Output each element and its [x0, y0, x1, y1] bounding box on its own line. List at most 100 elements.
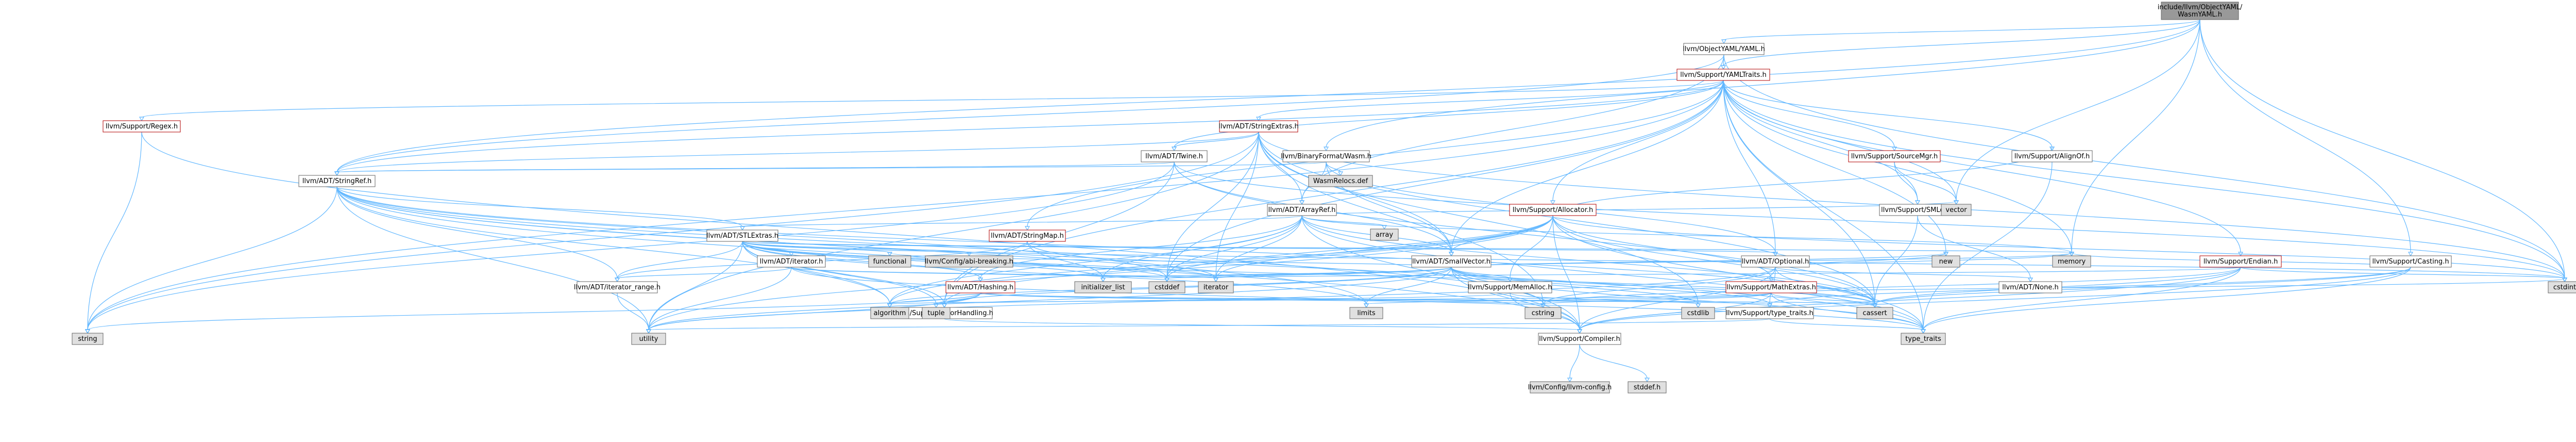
node-label: llvm/ADT/iterator.h — [760, 258, 823, 266]
edge-group — [1953, 19, 2200, 205]
graph-node-cstdlib: cstdlib — [1681, 307, 1715, 319]
node-label: llvm/Support/AlignOf.h — [2014, 153, 2090, 160]
node-label: llvm/Support/YAMLTraits.h — [1680, 71, 1766, 79]
edge-arrowhead — [2562, 277, 2568, 283]
dependency-edge — [1451, 80, 1724, 253]
graph-node-typetraitsllvm[interactable]: llvm/Support/type_traits.h — [1725, 307, 1814, 319]
edge-group — [1920, 267, 2241, 334]
graph-node-hashing[interactable]: llvm/ADT/Hashing.h — [945, 281, 1015, 293]
edge-group — [1723, 80, 2244, 257]
dependency-edge — [1215, 215, 1553, 279]
graph-node-stringref[interactable]: llvm/ADT/StringRef.h — [298, 175, 376, 187]
dependency-edge — [87, 161, 1175, 331]
dependency-edge — [1166, 267, 2241, 279]
dependency-edge — [1027, 241, 1104, 279]
node-label: cstdlib — [1687, 309, 1709, 317]
edge-group — [1550, 80, 1724, 205]
edge-group — [1326, 161, 1344, 176]
edge-group — [334, 54, 1724, 176]
graph-node-compiler[interactable]: llvm/Support/Compiler.h — [1538, 333, 1621, 345]
dependency-edge — [1103, 215, 1302, 279]
graph-node-limits: limits — [1349, 307, 1383, 319]
edge-group — [1510, 292, 1701, 308]
node-box — [1074, 281, 1132, 293]
node-label: llvm/Config/abi-breaking.h — [925, 258, 1013, 266]
node-label: llvm/Support/type_traits.h — [1726, 309, 1814, 317]
dependency-edge — [1579, 267, 2241, 331]
graph-node-casting[interactable]: llvm/Support/Casting.h — [2369, 255, 2452, 268]
edge-group — [1171, 132, 1259, 152]
node-box — [1411, 255, 1492, 268]
edge-group — [1771, 292, 1878, 308]
dependency-edge — [336, 132, 1259, 173]
node-box — [1856, 307, 1893, 319]
node-box — [2011, 150, 2093, 162]
graph-node-binfmtwasm[interactable]: llvm/BinaryFormat/Wasm.h — [1281, 150, 1371, 162]
dependency-edge — [791, 267, 1216, 279]
edge-group — [1577, 267, 2411, 334]
graph-node-allocator[interactable]: llvm/Support/Allocator.h — [1509, 204, 1597, 216]
node-label: llvm/Support/SourceMgr.h — [1851, 153, 1938, 160]
node-box — [1530, 381, 1610, 394]
edge-group — [1171, 80, 1724, 152]
dependency-edge — [87, 292, 981, 331]
node-box — [1676, 69, 1770, 81]
dependency-edge — [1258, 132, 1544, 305]
graph-node-endian[interactable]: llvm/Support/Endian.h — [2199, 255, 2282, 268]
graph-node-nonestr[interactable]: llvm/ADT/None.h — [1998, 281, 2062, 293]
graph-node-twine[interactable]: llvm/ADT/Twine.h — [1141, 150, 1208, 162]
graph-node-alignof[interactable]: llvm/Support/AlignOf.h — [2011, 150, 2093, 162]
edge-arrowhead — [1943, 252, 1949, 257]
dependency-edge — [1894, 161, 1957, 202]
graph-node-smallvector[interactable]: llvm/ADT/SmallVector.h — [1411, 255, 1492, 268]
graph-node-arrayref[interactable]: llvm/ADT/ArrayRef.h — [1267, 204, 1337, 216]
dependency-edge — [1923, 267, 2241, 331]
node-box — [1683, 43, 1765, 55]
edge-group — [742, 241, 947, 308]
edge-group — [1723, 54, 2568, 283]
edge-group — [887, 292, 1772, 308]
graph-node-cstring: cstring — [1524, 307, 1562, 319]
edge-arrowhead — [887, 252, 893, 257]
graph-node-memalloc[interactable]: llvm/Support/MemAlloc.h — [1468, 281, 1552, 293]
dependency-edge — [1258, 132, 1699, 305]
edge-group — [614, 241, 743, 283]
graph-node-optional[interactable]: llvm/ADT/Optional.h — [1741, 255, 1810, 268]
edge-arrowhead — [1550, 200, 1556, 205]
graph-node-objyaml[interactable]: llvm/ObjectYAML/YAML.h — [1683, 43, 1765, 55]
edge-group — [1775, 267, 2033, 283]
edge-group — [1894, 161, 1921, 205]
edge-arrowhead — [1299, 200, 1305, 205]
dependency-edge — [1451, 267, 1875, 305]
node-box — [1509, 204, 1597, 216]
graph-node-strextras[interactable]: llvm/ADT/StringExtras.h — [1218, 120, 1299, 133]
node-box — [870, 307, 909, 319]
graph-node-iterator[interactable]: llvm/ADT/iterator.h — [757, 255, 826, 268]
edge-arrowhead — [614, 277, 620, 283]
edge-arrowhead — [1100, 277, 1106, 283]
edge-arrowhead — [1337, 171, 1344, 176]
graph-node-regex[interactable]: llvm/Support/Regex.h — [103, 120, 181, 133]
graph-node-iterrange[interactable]: llvm/ADT/iterator_range.h — [574, 281, 660, 293]
edge-arrowhead — [1891, 146, 1897, 152]
edge-group — [742, 241, 1778, 257]
graph-node-yamltraits[interactable]: llvm/Support/YAMLTraits.h — [1676, 69, 1770, 81]
edge-arrowhead — [941, 303, 947, 308]
node-box — [72, 333, 104, 345]
dependency-edge — [1301, 54, 1724, 202]
graph-node-sourcemgr[interactable]: llvm/Support/SourceMgr.h — [1848, 150, 1941, 162]
graph-node-smloc[interactable]: llvm/Support/SMLoc.h — [1879, 204, 1956, 216]
graph-node-stringmap[interactable]: llvm/ADT/StringMap.h — [989, 230, 1066, 242]
dependency-edge — [1552, 147, 2053, 216]
edge-arrowhead — [887, 303, 893, 308]
dependency-edge — [1771, 292, 1875, 305]
dependency-edge — [1174, 80, 1724, 148]
graph-node-stlextras[interactable]: llvm/ADT/STLExtras.h — [706, 230, 778, 242]
edge-group — [1771, 277, 2568, 293]
dependency-edge — [1543, 292, 1772, 305]
dependency-edge — [648, 318, 1770, 331]
edge-group — [1552, 146, 2055, 216]
graph-node-mathextras[interactable]: llvm/Support/MathExtras.h — [1725, 281, 1817, 293]
dependency-edge — [1366, 267, 1452, 305]
graph-edges — [84, 19, 2568, 383]
